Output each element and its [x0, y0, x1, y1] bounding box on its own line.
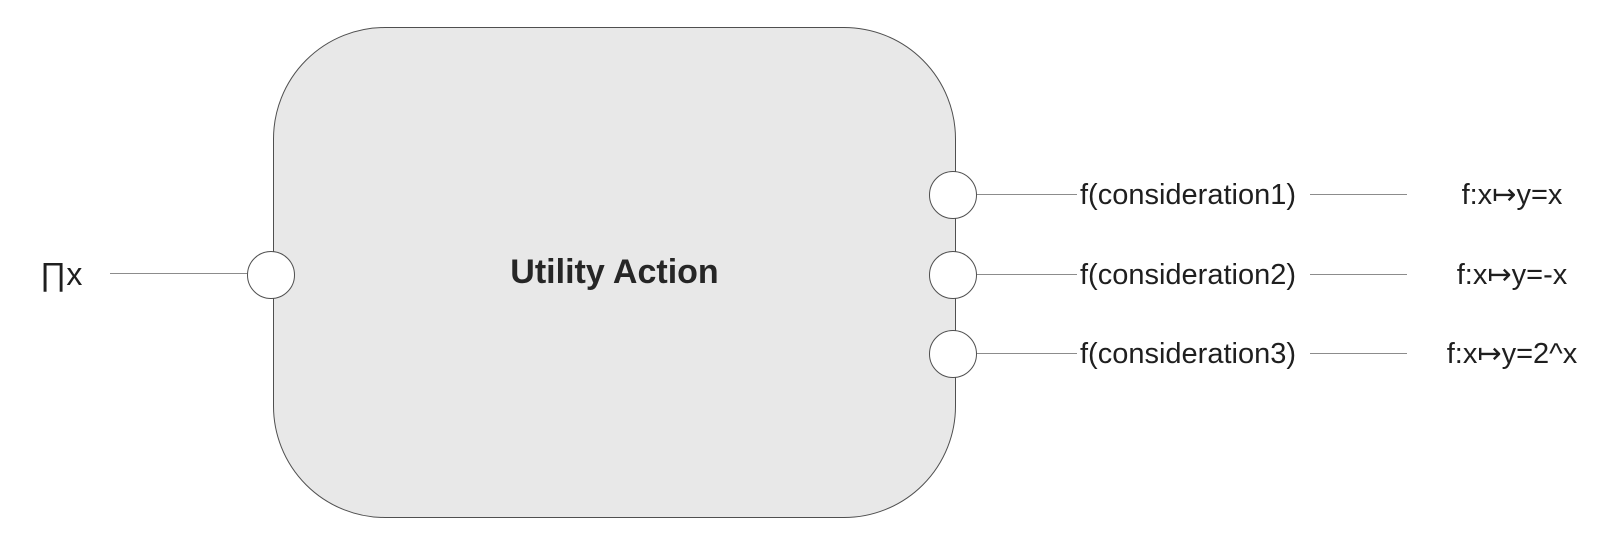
- output-wire-3: [977, 353, 1077, 355]
- node-title: Utility Action: [510, 253, 719, 291]
- input-label: ∏x: [40, 256, 83, 292]
- output-label-1: f(consideration1): [1080, 179, 1296, 211]
- input-port[interactable]: [247, 251, 295, 299]
- output-port-3[interactable]: [929, 330, 977, 378]
- output-wire-1: [977, 194, 1077, 196]
- output-formula-2: f:x↦y=-x: [1456, 259, 1568, 291]
- output-wire-2: [977, 274, 1077, 276]
- output-label-3: f(consideration3): [1080, 338, 1296, 370]
- input-wire: [110, 273, 247, 275]
- output-label-2: f(consideration2): [1080, 259, 1296, 291]
- output-formula-3: f:x↦y=2^x: [1446, 338, 1578, 370]
- formula-wire-3: [1310, 353, 1407, 355]
- formula-wire-1: [1310, 194, 1407, 196]
- output-formula-1: f:x↦y=x: [1461, 179, 1563, 211]
- utility-action-node[interactable]: Utility Action: [273, 27, 956, 518]
- formula-wire-2: [1310, 274, 1407, 276]
- output-port-1[interactable]: [929, 171, 977, 219]
- output-port-2[interactable]: [929, 251, 977, 299]
